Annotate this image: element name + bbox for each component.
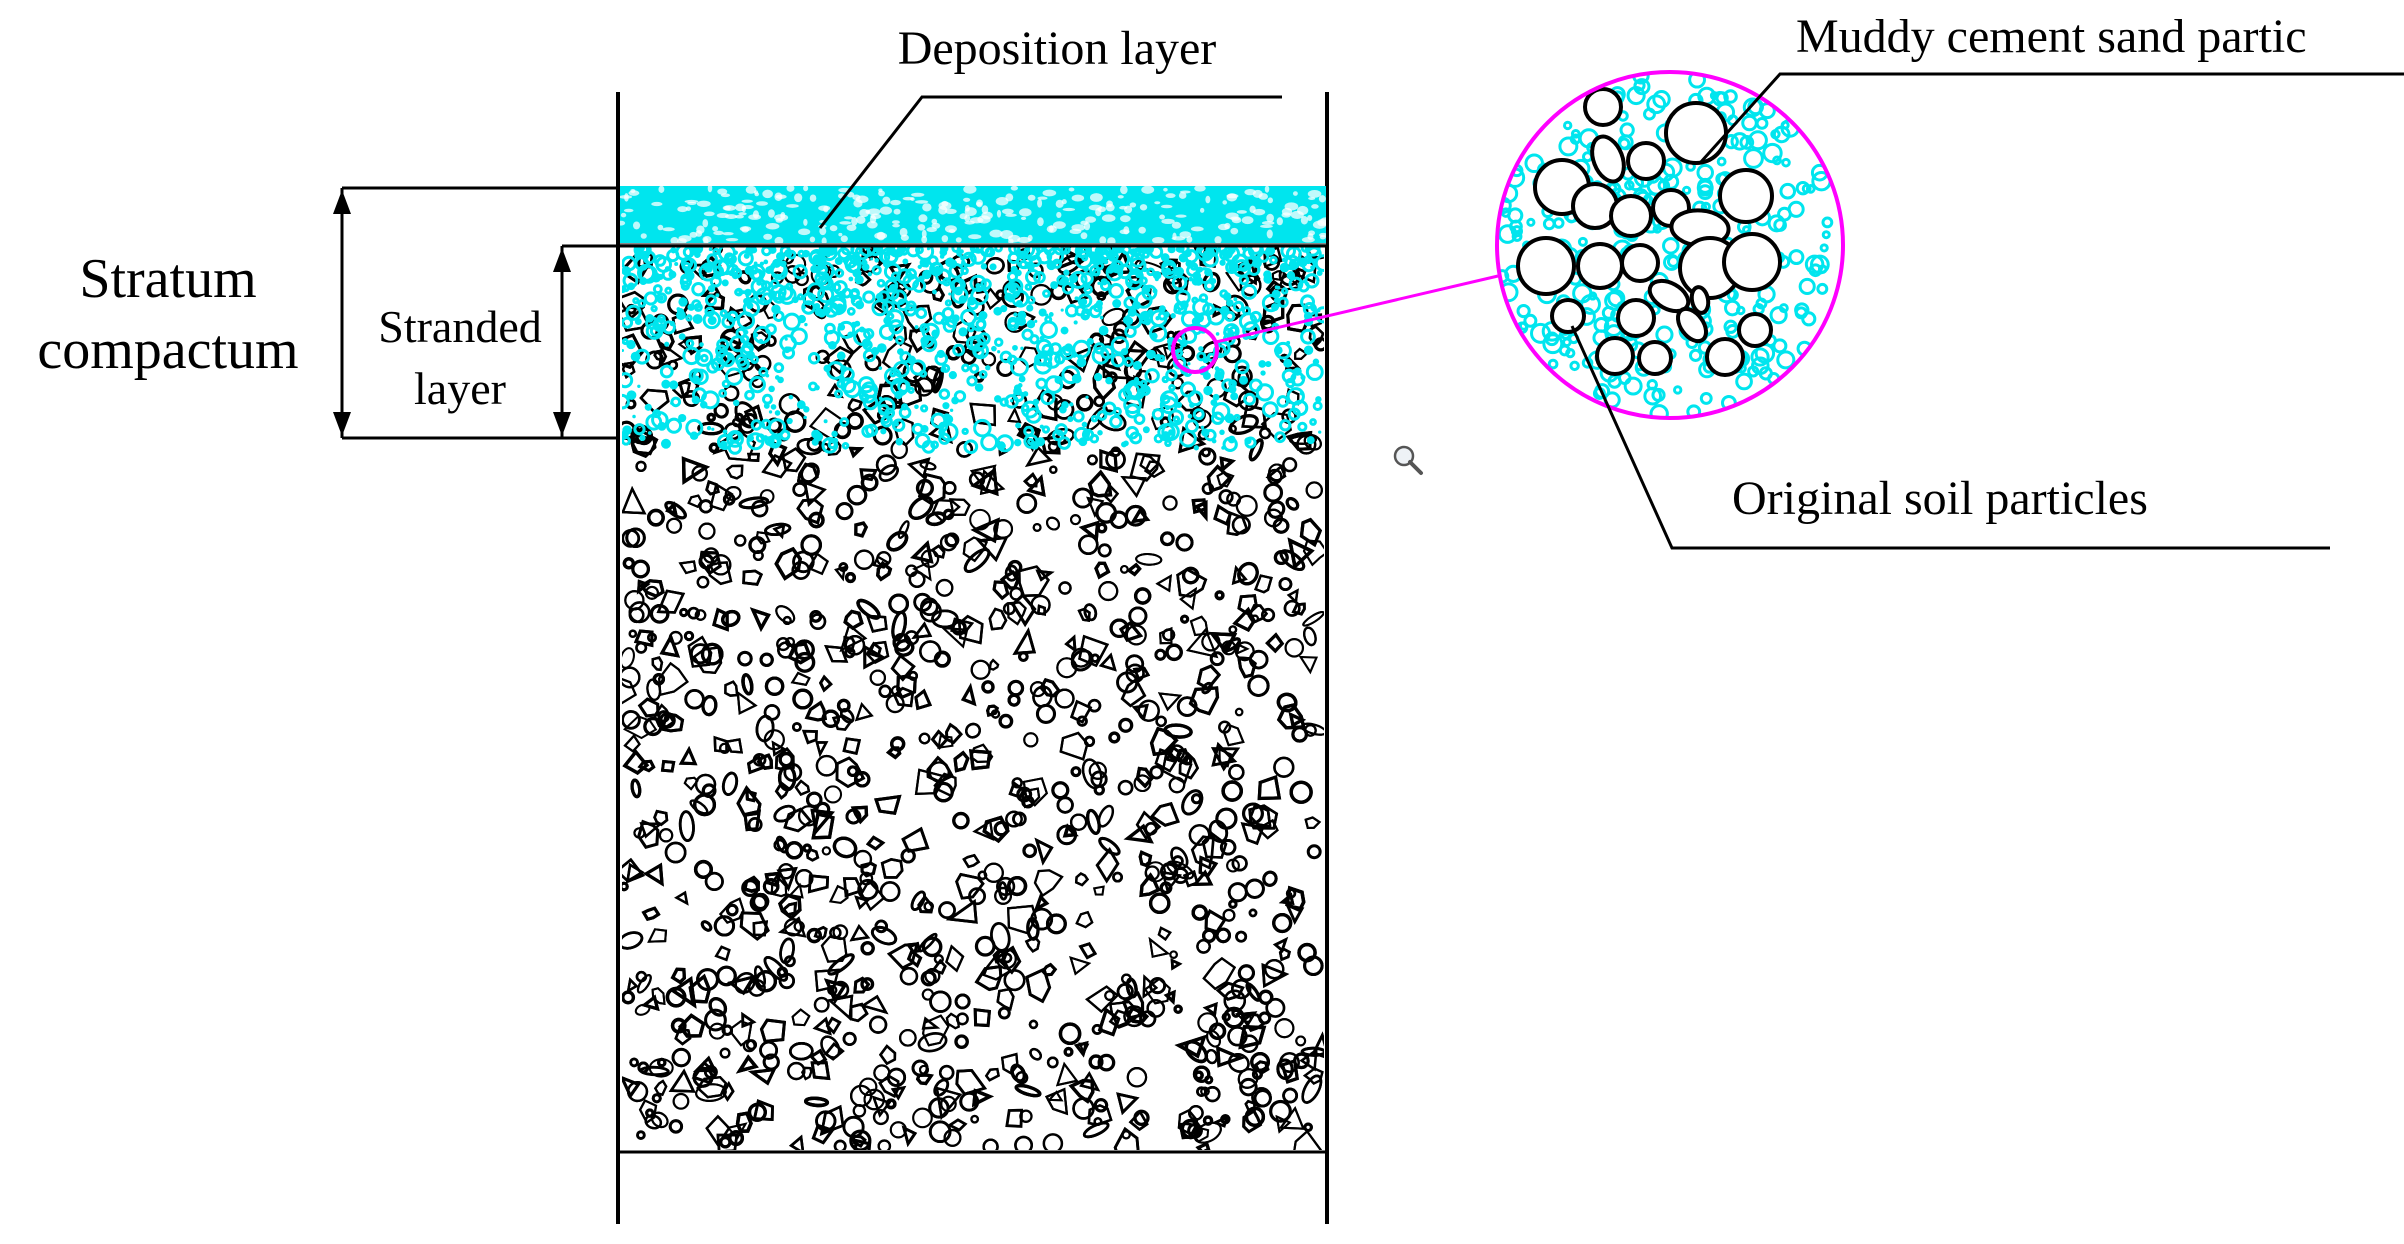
- stranded-label-line2: layer: [414, 363, 506, 414]
- muddy-label: Muddy cement sand partic: [1796, 10, 2307, 63]
- magnified-inset: [1495, 70, 1845, 420]
- stranded-dimension: [560, 244, 1326, 440]
- original-label: Original soil particles: [1732, 472, 2148, 525]
- original-leader: [1570, 325, 2330, 550]
- muddy-leader: [1698, 72, 2404, 165]
- stratum-arrow-top: [333, 190, 351, 214]
- callout-source-circle: [1171, 326, 1219, 374]
- stratum-label-line2: compactum: [37, 319, 298, 381]
- stratum-arrow-bottom: [333, 412, 351, 436]
- stranded-arrow-bottom: [553, 412, 571, 436]
- deposition-leader: [818, 95, 1282, 229]
- stranded-arrow-top: [553, 248, 571, 272]
- deposition-label: Deposition layer: [898, 22, 1217, 75]
- magnifier-icon[interactable]: [1393, 445, 1423, 475]
- deposition-layer: [620, 186, 1326, 245]
- stratum-label-line1: Stratum: [79, 248, 256, 310]
- callout-connector: [1215, 274, 1499, 344]
- stranded-label-line1: Stranded: [378, 301, 542, 352]
